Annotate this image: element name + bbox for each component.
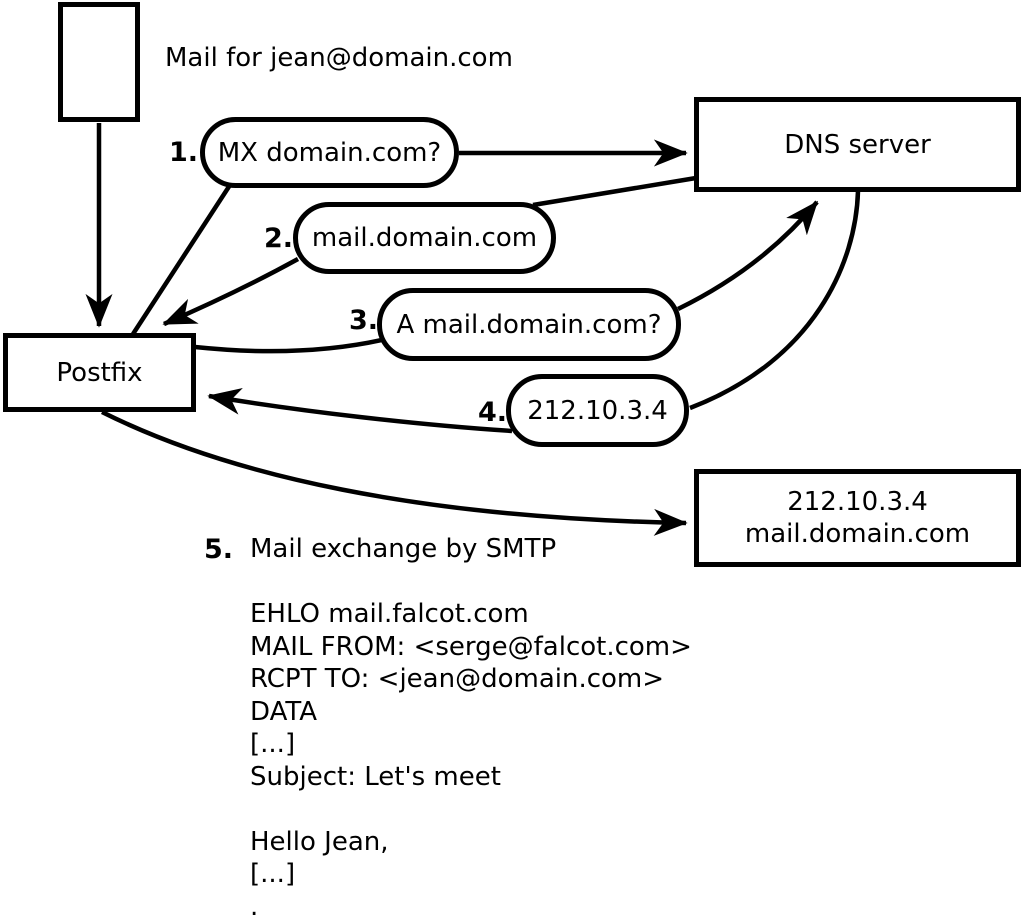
reply-mx-pill: mail.domain.com <box>293 202 556 274</box>
smtp-line: MAIL FROM: <serge@falcot.com> <box>250 631 692 662</box>
smtp-line: [...] <box>250 859 296 889</box>
query-mx-label: MX domain.com? <box>217 137 442 168</box>
arrow-reply2-to-postfix <box>162 257 300 327</box>
smtp-line: RCPT TO: <jean@domain.com> <box>250 664 665 694</box>
mail-server-ip: 212.10.3.4 <box>787 487 928 517</box>
line-dns-to-reply4 <box>689 190 861 411</box>
arrow-query3-to-dns <box>677 200 819 312</box>
reply-mx-label: mail.domain.com <box>311 223 538 253</box>
step-1-number: 1. <box>168 137 198 168</box>
incoming-mail-box <box>58 2 140 122</box>
query-a-pill: A mail.domain.com? <box>377 288 681 361</box>
smtp-line: Subject: Let's meet <box>250 761 501 792</box>
step-3-number: 3. <box>348 305 378 336</box>
mail-server-node: 212.10.3.4 mail.domain.com <box>694 469 1021 567</box>
step-5-number: 5. <box>203 534 233 565</box>
line-postfix-to-query3 <box>194 337 383 354</box>
query-a-label: A mail.domain.com? <box>396 309 662 340</box>
arrow-postfix-to-mailserver <box>100 409 688 536</box>
mail-server-hostname: mail.domain.com <box>744 519 971 549</box>
line-postfix-to-query1 <box>131 183 232 336</box>
step-5-label: Mail exchange by SMTP <box>250 534 557 564</box>
smtp-line <box>250 793 692 826</box>
postfix-node: Postfix <box>3 333 196 412</box>
dns-server-label: DNS server <box>784 129 931 160</box>
smtp-session-block: EHLO mail.falcot.com MAIL FROM: <serge@f… <box>250 598 692 919</box>
reply-a-label: 212.10.3.4 <box>527 395 668 426</box>
step-4-number: 4. <box>477 397 507 428</box>
smtp-line: EHLO mail.falcot.com <box>250 599 529 629</box>
line-dns-to-reply2 <box>532 175 697 208</box>
smtp-line: DATA <box>250 696 317 727</box>
dns-server-node: DNS server <box>694 97 1021 192</box>
mail-note: Mail for jean@domain.com <box>165 43 513 73</box>
smtp-line: . <box>250 891 259 919</box>
query-mx-pill: MX domain.com? <box>200 117 459 188</box>
postfix-label: Postfix <box>56 357 143 388</box>
step-2-number: 2. <box>263 223 293 254</box>
smtp-line: [...] <box>250 729 296 759</box>
arrow-reply4-to-postfix <box>207 387 513 434</box>
smtp-line: Hello Jean, <box>250 826 389 857</box>
reply-a-pill: 212.10.3.4 <box>506 374 689 447</box>
